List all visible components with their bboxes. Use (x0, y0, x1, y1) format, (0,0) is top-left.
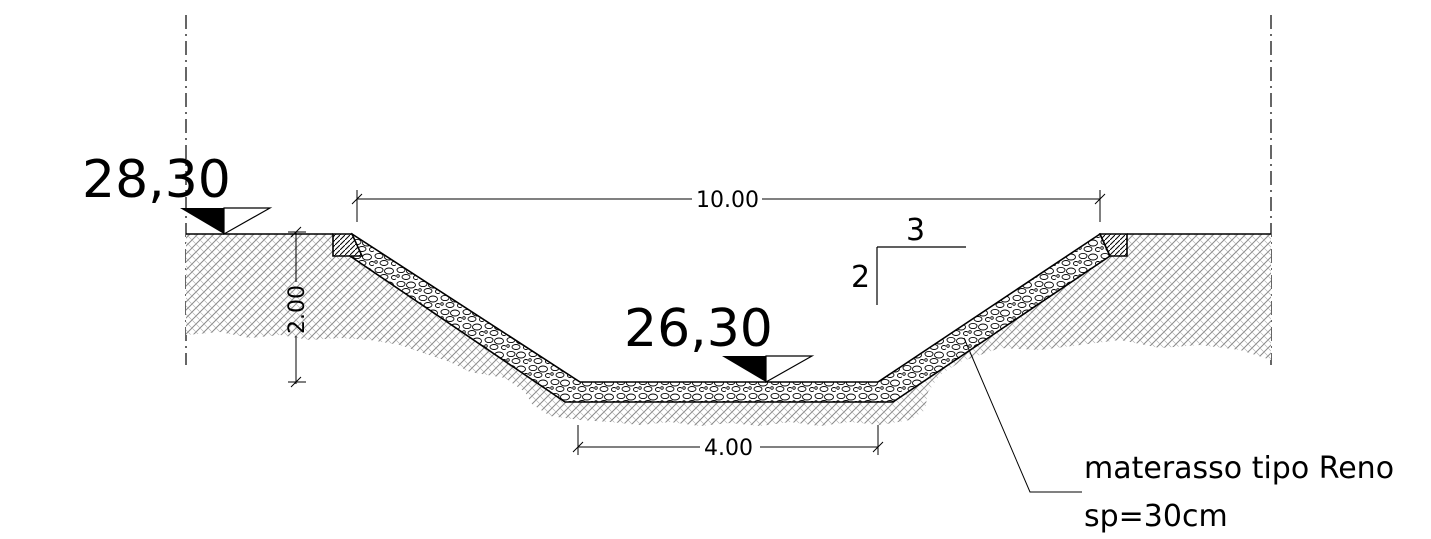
dimension-bottom-width (572, 425, 884, 455)
elevation-marker-bottom: 26,30 (624, 299, 815, 384)
elevation-bottom-triangle-outline (765, 355, 815, 384)
slope-horizontal-label: 3 (906, 213, 925, 248)
elevation-top-triangle-outline (223, 207, 273, 236)
annotation-line-1: materasso tipo Reno (1084, 451, 1394, 486)
dimension-bottom-width-label: 4.00 (704, 436, 753, 461)
left-anchor-cap (332, 233, 364, 257)
annotation-leader-line (963, 337, 1082, 493)
elevation-bottom-label: 26,30 (624, 299, 773, 359)
elevation-bottom-triangle-filled (722, 356, 766, 382)
elevation-top-triangle-filled (180, 208, 224, 234)
dimension-top-width-label: 10.00 (696, 188, 759, 213)
dimension-depth (288, 226, 306, 388)
right-anchor-cap (1098, 233, 1128, 257)
elevation-top-label: 28,30 (82, 150, 231, 210)
elevation-marker-top: 28,30 (82, 150, 273, 236)
annotation-line-2: sp=30cm (1084, 499, 1228, 534)
slope-vertical-label: 2 (851, 260, 870, 295)
slope-indicator (876, 246, 966, 305)
soil-hatch-region (186, 234, 1271, 426)
dimension-depth-label: 2.00 (285, 285, 310, 334)
dimension-top-width (351, 190, 1106, 222)
